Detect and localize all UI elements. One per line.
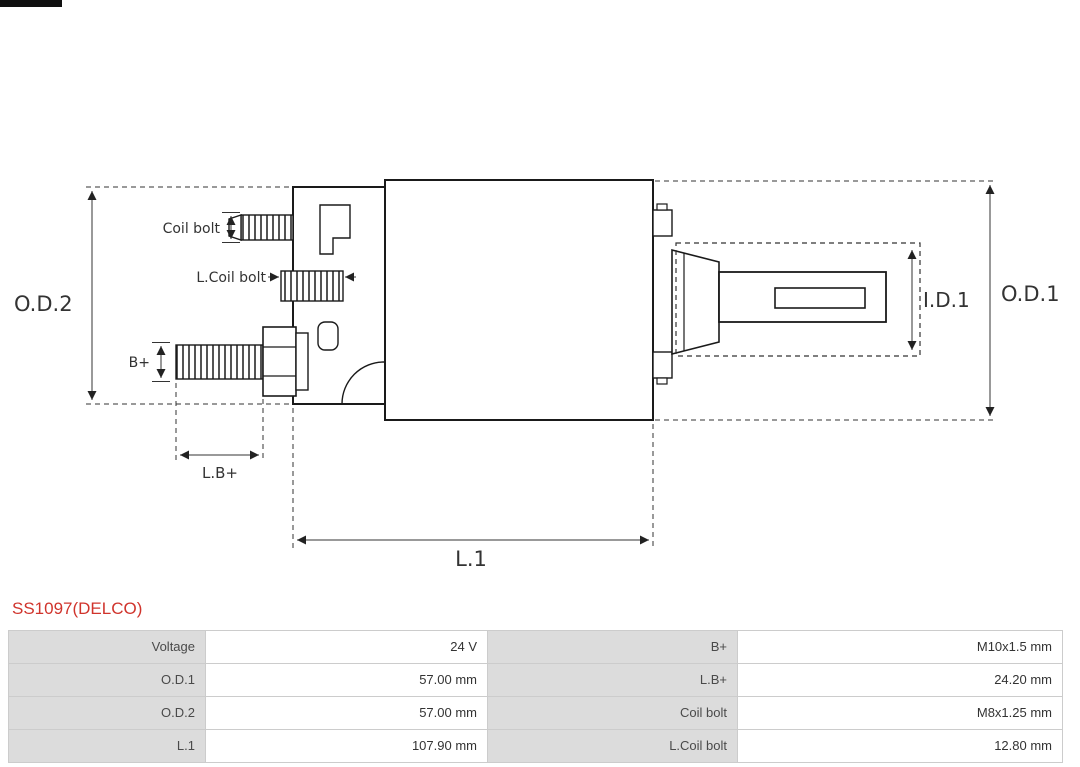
plunger-cone bbox=[671, 248, 720, 356]
rear-terminals bbox=[652, 203, 673, 385]
coil-bolt-collar bbox=[280, 270, 344, 302]
solenoid-body bbox=[384, 179, 654, 421]
label-od2: O.D.2 bbox=[14, 292, 73, 316]
spec-value: 57.00 mm bbox=[205, 696, 488, 730]
spec-row-od1: O.D.1 57.00 mm L.B+ 24.20 mm bbox=[8, 663, 1063, 697]
label-bplus: B+ bbox=[129, 355, 150, 371]
top-left-marker bbox=[0, 0, 62, 7]
spec-value: 24 V bbox=[205, 630, 488, 664]
spec-table: Voltage 24 V B+ M10x1.5 mm O.D.1 57.00 m… bbox=[8, 630, 1063, 763]
label-coil-bolt: Coil bolt bbox=[163, 221, 221, 237]
label-id1: I.D.1 bbox=[923, 288, 970, 312]
spec-row-l1: L.1 107.90 mm L.Coil bolt 12.80 mm bbox=[8, 729, 1063, 763]
dim-l-bplus: L.B+ bbox=[175, 383, 264, 482]
dim-bplus: B+ bbox=[129, 342, 170, 382]
label-l-coil-bolt: L.Coil bolt bbox=[196, 270, 266, 286]
dim-coil-bolt: Coil bolt bbox=[163, 212, 240, 243]
label-l-bplus: L.B+ bbox=[202, 464, 238, 482]
spec-value: 57.00 mm bbox=[205, 663, 488, 697]
spec-label: O.D.1 bbox=[8, 663, 206, 697]
solenoid-technical-drawing: O.D.2 O.D.1 I.D.1 Coil bolt L.Coil bolt bbox=[14, 179, 1060, 571]
spec-label: L.Coil bolt bbox=[487, 729, 738, 763]
spec-row-od2: O.D.2 57.00 mm Coil bolt M8x1.25 mm bbox=[8, 696, 1063, 730]
spec-label: O.D.2 bbox=[8, 696, 206, 730]
spec-label: L.B+ bbox=[487, 663, 738, 697]
spec-label: B+ bbox=[487, 630, 738, 664]
dim-id1: I.D.1 bbox=[675, 242, 970, 357]
spec-label: L.1 bbox=[8, 729, 206, 763]
spec-label: Coil bolt bbox=[487, 696, 738, 730]
label-od1: O.D.1 bbox=[1001, 282, 1060, 306]
dim-od2: O.D.2 bbox=[14, 186, 291, 405]
dim-l1: L.1 bbox=[292, 408, 654, 571]
spec-label: Voltage bbox=[8, 630, 206, 664]
spec-value: 107.90 mm bbox=[205, 729, 488, 763]
part-number-heading: SS1097(DELCO) bbox=[12, 599, 143, 618]
spec-value: 12.80 mm bbox=[737, 729, 1063, 763]
dim-od1: O.D.1 bbox=[655, 180, 1060, 421]
coil-bolt-stud bbox=[228, 214, 294, 241]
spec-value: M8x1.25 mm bbox=[737, 696, 1063, 730]
spec-value: 24.20 mm bbox=[737, 663, 1063, 697]
label-l1: L.1 bbox=[455, 547, 487, 571]
dim-l-coil-bolt: L.Coil bolt bbox=[196, 270, 356, 286]
spec-value: M10x1.5 mm bbox=[737, 630, 1063, 664]
spec-row-voltage: Voltage 24 V B+ M10x1.5 mm bbox=[8, 630, 1063, 664]
plunger-shaft bbox=[718, 271, 887, 323]
bplus-terminal bbox=[175, 321, 339, 397]
